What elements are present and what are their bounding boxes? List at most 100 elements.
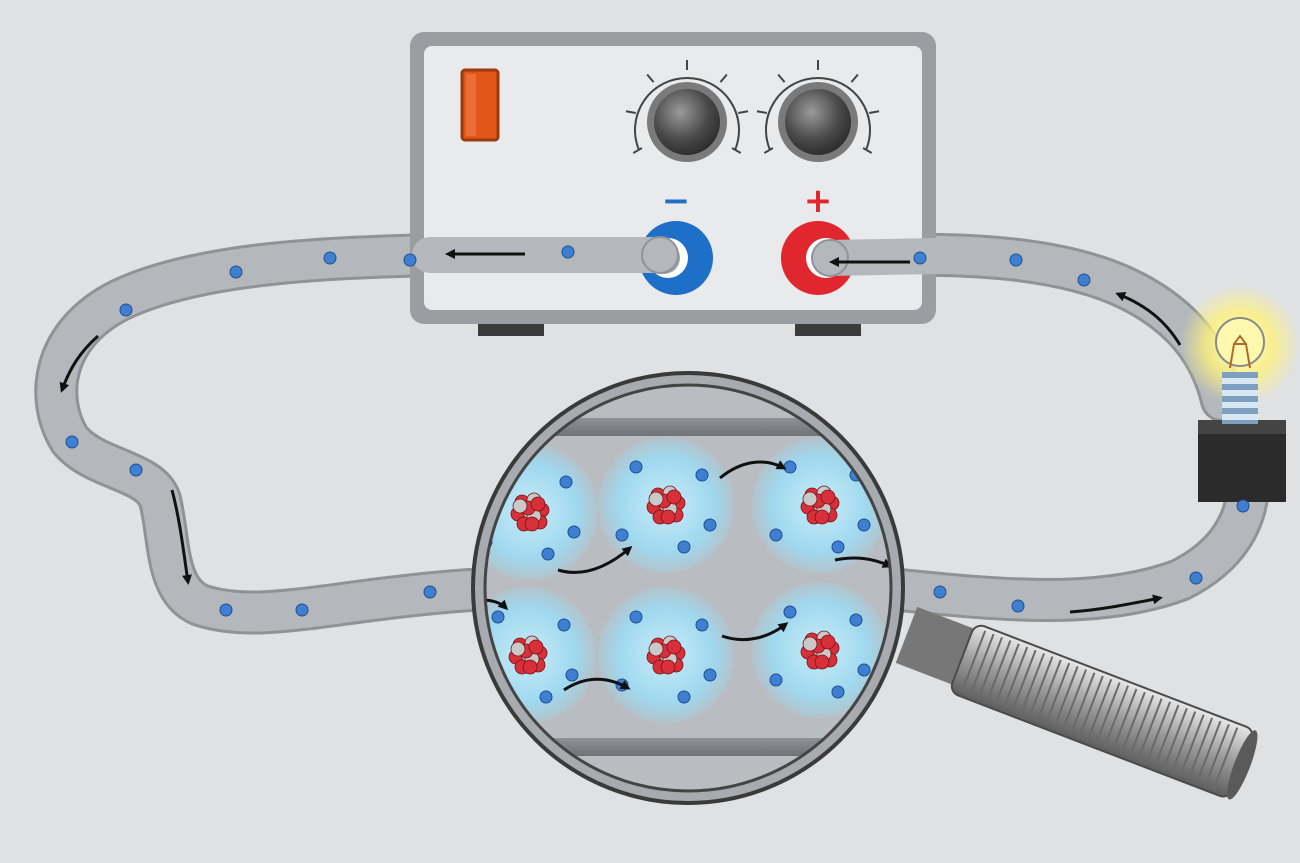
electron-icon <box>491 610 505 624</box>
proton <box>814 654 830 670</box>
electron-icon <box>119 303 133 317</box>
electron-icon <box>857 663 871 677</box>
bulb-base-top <box>1198 420 1286 434</box>
bulb-screw <box>1222 372 1258 424</box>
electron-icon <box>541 547 555 561</box>
electron-icon <box>129 463 143 477</box>
wire-fill <box>37 236 1267 632</box>
electron-icon <box>849 613 863 627</box>
electron-icon <box>769 673 783 687</box>
wire-electrons <box>65 245 1250 617</box>
neutron <box>512 498 528 514</box>
light-bulb-icon <box>1180 285 1300 502</box>
proton <box>524 516 540 532</box>
knob-tick <box>862 147 873 154</box>
arrow-icon <box>170 489 192 585</box>
handle-groove <box>1204 724 1230 787</box>
electron-icon <box>783 460 797 474</box>
handle-groove <box>1137 698 1163 761</box>
electron-icon <box>423 585 437 599</box>
knob-tick <box>850 73 859 83</box>
knob-tick-marks <box>756 60 880 154</box>
arrow-icon <box>59 334 99 393</box>
handle-groove <box>1103 685 1129 748</box>
electron-icon <box>295 603 309 617</box>
electron-icon <box>703 518 717 532</box>
wire-end-positive <box>811 239 849 277</box>
electron-icon <box>403 253 417 267</box>
handle-groove <box>1002 646 1029 709</box>
power-supply: − + <box>410 32 936 336</box>
electron-icon <box>677 690 691 704</box>
electron-icon <box>1077 273 1091 287</box>
proton <box>522 659 538 675</box>
atom-icon <box>598 587 734 723</box>
electron-icon <box>677 540 691 554</box>
atom-icon <box>752 437 888 573</box>
handle-groove <box>969 633 995 697</box>
handle-groove <box>1195 720 1222 784</box>
arrow-icon <box>485 598 509 611</box>
handle-groove <box>1153 704 1180 768</box>
power-switch-shading <box>466 74 476 136</box>
electron-icon <box>65 435 79 449</box>
electron-flow-arrows <box>485 460 891 692</box>
electron-icon <box>229 265 243 279</box>
proton <box>820 489 836 505</box>
knob-tick <box>731 147 742 154</box>
electron-icon <box>559 475 573 489</box>
electron-icon <box>539 690 553 704</box>
magnifier-handle <box>895 606 1258 800</box>
arrow-icon <box>557 546 633 574</box>
knob-dial-arc <box>634 77 740 151</box>
wire-strip-bottom <box>485 738 891 756</box>
handle-groove <box>1011 649 1037 713</box>
nucleus <box>800 630 840 670</box>
arrow-icon <box>721 622 789 642</box>
handle-groove <box>1187 717 1213 780</box>
handle-groove <box>1212 727 1239 790</box>
proton <box>528 639 544 655</box>
atom-icon <box>598 437 734 573</box>
arrow-icon <box>1069 594 1163 614</box>
knob-tick <box>763 147 774 154</box>
electron-icon <box>615 528 629 542</box>
magnifier-rim <box>475 375 901 801</box>
electron-icon <box>695 618 709 632</box>
proton <box>530 496 546 512</box>
negative-terminal-label: − <box>662 181 691 221</box>
neutron <box>648 641 664 657</box>
handle-groove <box>1120 691 1146 755</box>
handle-groove <box>1069 672 1096 735</box>
neutron <box>802 491 818 507</box>
electron-icon <box>629 460 643 474</box>
wire-end-negative <box>641 236 679 274</box>
electron-icon <box>629 610 643 624</box>
electron-icon <box>485 678 491 692</box>
knob-tick <box>777 73 786 83</box>
electron-icon <box>933 585 947 599</box>
neutron <box>510 641 526 657</box>
electron-icon <box>323 251 337 265</box>
electron-icon <box>567 525 581 539</box>
arrow-icon <box>719 460 787 480</box>
magnified-wire-view <box>485 385 891 791</box>
electron-icon <box>831 685 845 699</box>
neutron <box>648 491 664 507</box>
handle-groove <box>985 640 1012 703</box>
wire-arrows <box>59 249 1182 614</box>
electron-icon <box>1236 499 1250 513</box>
handle-groove <box>1145 701 1171 764</box>
knob-right[interactable] <box>756 60 880 162</box>
electron-icon <box>831 540 845 554</box>
magnifier-rim-inner <box>483 383 893 793</box>
handle-groove <box>1061 669 1087 732</box>
handle-groove <box>960 630 987 693</box>
electron-icon <box>703 668 717 682</box>
electron-icon <box>1009 253 1023 267</box>
knob-left[interactable] <box>625 60 749 162</box>
nucleus <box>508 635 548 675</box>
bulb-glass <box>1215 317 1265 367</box>
